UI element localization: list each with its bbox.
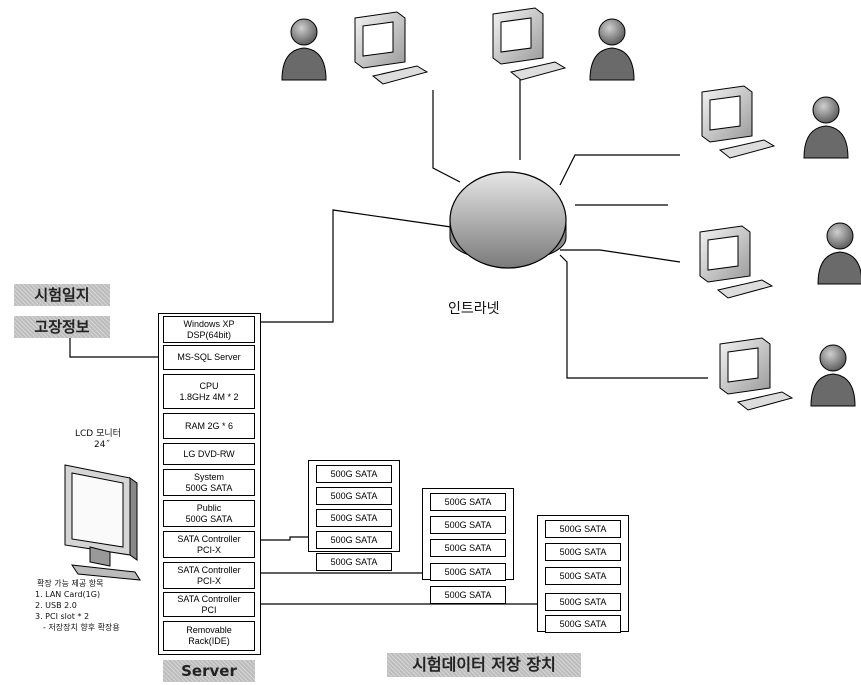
sata-drive: 500G SATA (430, 586, 506, 604)
sata-drive: 500G SATA (545, 593, 621, 611)
sata-drive: 500G SATA (430, 539, 506, 557)
server-badge: Server (163, 660, 255, 682)
sata-drive: 500G SATA (316, 509, 392, 527)
intranet-label: 인트라넷 (448, 301, 500, 317)
server-component-label: SATA Controller PCI (177, 593, 241, 615)
server-component-8: SATA Controller PCI-X (163, 531, 255, 558)
network-links (69, 78, 708, 605)
test-log-badge: 시험일지 (14, 284, 110, 306)
sata-drive: 500G SATA (430, 563, 506, 581)
user-icon (817, 222, 861, 285)
sata-drive: 500G SATA (545, 567, 621, 585)
client-workstations (281, 7, 861, 411)
server-component-label: SATA Controller PCI-X (177, 564, 241, 586)
lcd-monitor-icon (64, 464, 141, 581)
expansion-note-item: 3. PCI slot * 2 (35, 612, 90, 621)
server-component-9: SATA Controller PCI-X (163, 562, 255, 589)
sata-drive: 500G SATA (545, 520, 621, 538)
server-component-label: LG DVD-RW (183, 448, 235, 459)
expansion-note-item: - 저장장치 향후 확장용 (43, 623, 120, 632)
computer-icon (354, 11, 429, 85)
computer-icon (701, 85, 776, 159)
user-icon (589, 18, 635, 81)
server-rack (158, 313, 261, 655)
sata-drive: 500G SATA (316, 553, 392, 571)
server-component-10: SATA Controller PCI (163, 592, 255, 617)
server-component-2: MS-SQL Server (163, 345, 255, 370)
server-component-label: SATA Controller PCI-X (177, 533, 241, 555)
server-component-label: CPU 1.8GHz 4M * 2 (179, 380, 239, 402)
user-icon (803, 96, 849, 159)
expansion-note-item: 2. USB 2.0 (35, 601, 77, 610)
computer-icon (699, 225, 774, 299)
monitor-size: 24˝ (94, 440, 110, 450)
server-component-label: MS-SQL Server (177, 352, 241, 362)
server-component-label: RAM 2G * 6 (184, 420, 233, 431)
sata-drive: 500G SATA (545, 615, 621, 633)
server-component-6: System 500G SATA (163, 469, 255, 496)
sata-drive: 500G SATA (430, 516, 506, 534)
sata-drive: 500G SATA (316, 465, 392, 483)
sata-drive: 500G SATA (316, 487, 392, 505)
sata-drive: 500G SATA (545, 543, 621, 561)
sata-drive: 500G SATA (430, 493, 506, 511)
user-icon (810, 344, 856, 407)
monitor-title: LCD 모니터 (75, 429, 121, 439)
computer-icon (719, 337, 794, 411)
expansion-note-item: 1. LAN Card(1G) (35, 590, 101, 599)
server-component-1: Windows XP DSP(64bit) (163, 316, 255, 343)
user-icon (281, 18, 327, 81)
server-component-label: Windows XP DSP(64bit) (183, 318, 235, 340)
storage-badge: 시험데이터 저장 장치 (387, 653, 581, 677)
server-component-7: Public 500G SATA (163, 500, 255, 527)
expansion-notes-title: 확장 가능 제공 항목 (37, 579, 104, 588)
server-component-5: LG DVD-RW (163, 443, 255, 465)
fault-info-badge: 고장정보 (14, 316, 110, 338)
sata-drive: 500G SATA (316, 531, 392, 549)
server-component-label: System 500G SATA (185, 471, 233, 493)
intranet-hub-icon (449, 171, 567, 269)
server-component-label: Removable Rack(IDE) (186, 625, 232, 646)
server-component-11: Removable Rack(IDE) (163, 621, 255, 651)
computer-icon (492, 7, 567, 81)
server-component-label: Public 500G SATA (185, 502, 233, 524)
server-component-4: RAM 2G * 6 (163, 413, 255, 439)
expansion-notes: 확장 가능 제공 항목 1. LAN Card(1G) 2. USB 2.0 3… (35, 578, 120, 633)
server-component-3: CPU 1.8GHz 4M * 2 (163, 374, 255, 409)
